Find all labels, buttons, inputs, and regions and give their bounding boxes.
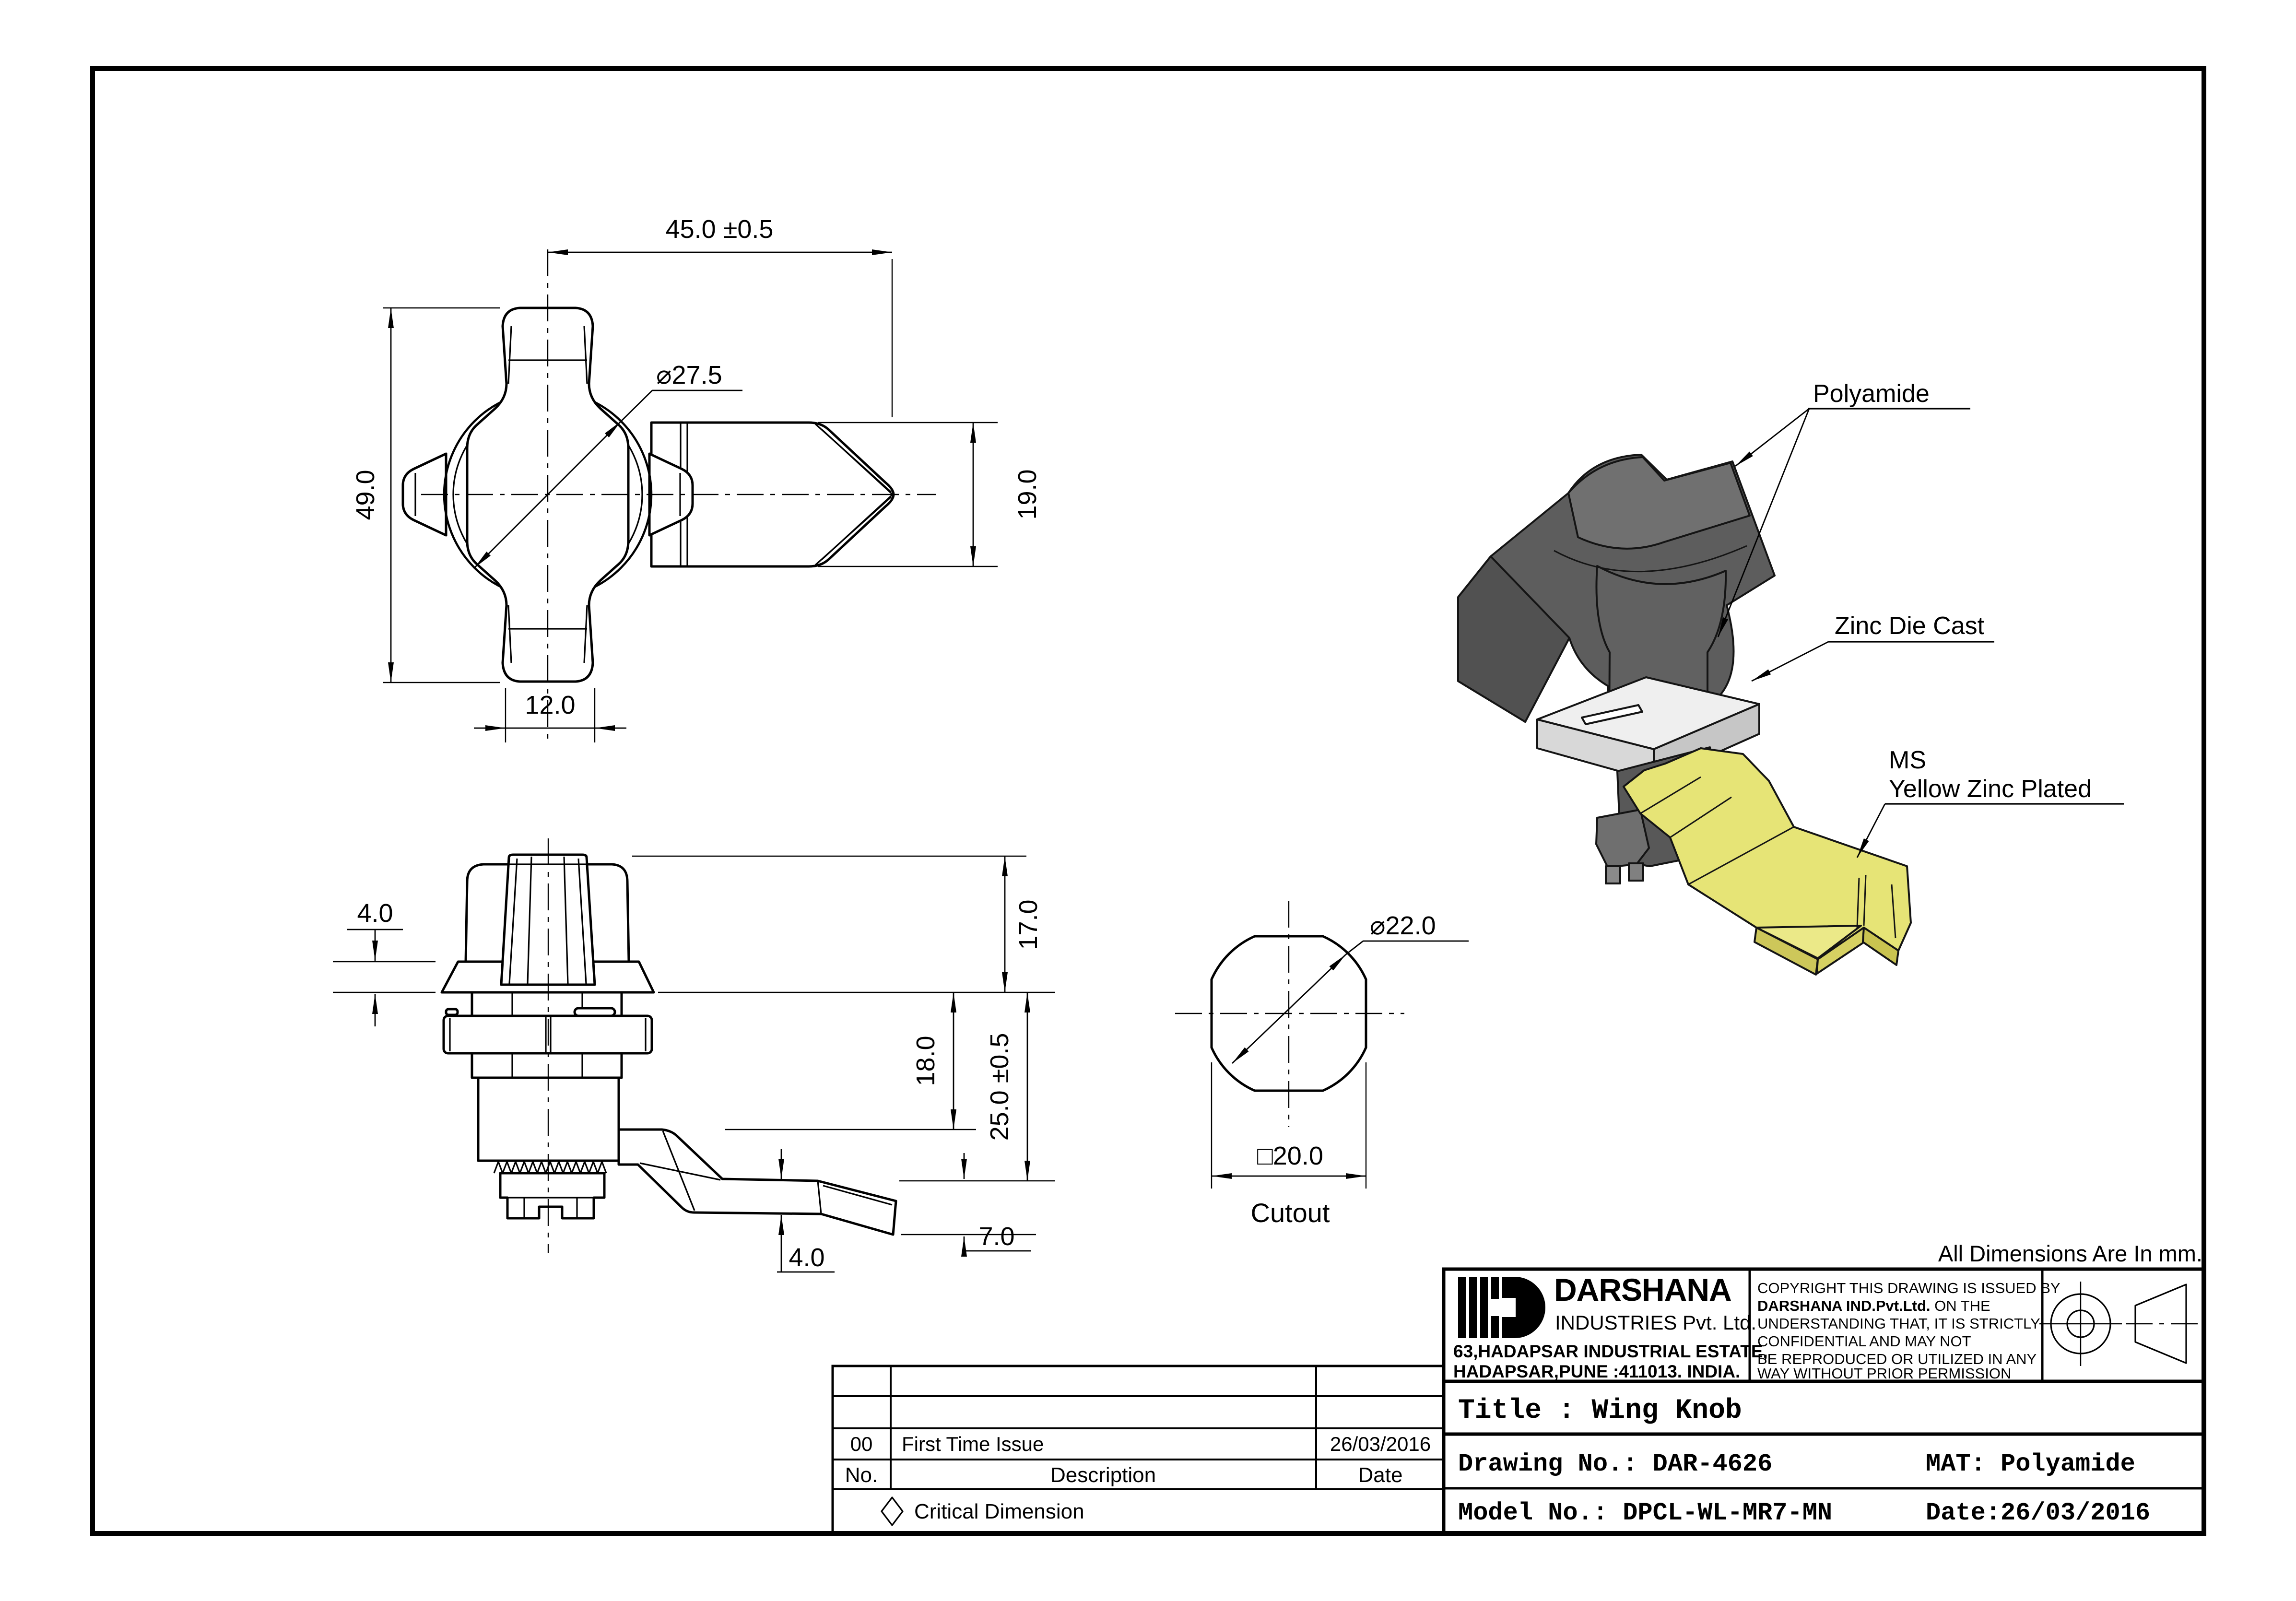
svg-text:UNDERSTANDING THAT, IT IS STRI: UNDERSTANDING THAT, IT IS STRICTLY bbox=[1757, 1315, 2040, 1332]
revision-table-border bbox=[831, 1365, 1445, 1535]
side-neck-clip bbox=[445, 1008, 459, 1016]
revision-no: 00 bbox=[850, 1433, 873, 1455]
revision-description: First Time Issue bbox=[902, 1433, 1044, 1455]
revision-row: 00 First Time Issue 26/03/2016 bbox=[850, 1433, 1431, 1455]
revision-col-date: Date bbox=[1358, 1463, 1403, 1487]
svg-text:CONFIDENTIAL AND MAY NOT: CONFIDENTIAL AND MAY NOT bbox=[1757, 1333, 1971, 1350]
revision-table: 00 First Time Issue 26/03/2016 No. Descr… bbox=[831, 1365, 1445, 1535]
dim-sq20: □20.0 bbox=[1211, 1062, 1367, 1189]
iso-label-ms: MS Yellow Zinc Plated bbox=[1856, 746, 2124, 858]
side-nut bbox=[499, 1172, 606, 1220]
material-field: MAT: Polyamide bbox=[1926, 1450, 2135, 1478]
iso-knob-skirt-line bbox=[1554, 545, 1747, 573]
dim-sq20-text: □20.0 bbox=[1257, 1142, 1323, 1170]
revision-col-no: No. bbox=[845, 1463, 878, 1487]
dim-45: 45.0 ±0.5 bbox=[548, 215, 893, 417]
iso-cam-triangle-face bbox=[1755, 925, 1862, 959]
iso-label-polyamide: Polyamide bbox=[1717, 380, 1970, 637]
dim-7-text: 7.0 bbox=[978, 1222, 1014, 1251]
model-no-field: Model No.: DPCL-WL-MR7-MN bbox=[1458, 1499, 1832, 1527]
zinc-die-cast-label: Zinc Die Cast bbox=[1835, 612, 1985, 640]
svg-text:DARSHANA IND.Pvt.Ltd. ON THE: DARSHANA IND.Pvt.Ltd. ON THE bbox=[1757, 1297, 1990, 1314]
iso-shaft-tab-right bbox=[1628, 862, 1644, 882]
date-field: Date:26/03/2016 bbox=[1926, 1499, 2150, 1527]
dim-dia27: ⌀27.5 bbox=[474, 361, 742, 568]
svg-text:WAY WITHOUT PRIOR PERMISSION: WAY WITHOUT PRIOR PERMISSION bbox=[1757, 1365, 2011, 1382]
dim-7: 7.0 bbox=[901, 1153, 1036, 1257]
side-cam-detail-lines bbox=[639, 1130, 893, 1214]
svg-text:BE REPRODUCED OR UTILIZED IN A: BE REPRODUCED OR UTILIZED IN ANY bbox=[1757, 1351, 2037, 1367]
company-name: DARSHANA bbox=[1554, 1272, 1731, 1307]
dim-4-flange-text: 4.0 bbox=[357, 899, 393, 928]
side-grip-detail-lines bbox=[505, 856, 591, 984]
revision-header-row: No. Description Date bbox=[845, 1463, 1403, 1487]
dim-4-flange: 4.0 bbox=[333, 899, 436, 1026]
iso-cam-edge-right bbox=[1862, 927, 1899, 966]
cutout-view: ⌀22.0 □20.0 Cutout bbox=[1175, 901, 1469, 1228]
dim-12-text: 12.0 bbox=[525, 691, 575, 719]
front-wing-detail-lines bbox=[507, 326, 588, 663]
copyright-note: COPYRIGHT THIS DRAWING IS ISSUED BY DARS… bbox=[1757, 1280, 2061, 1382]
yellow-zinc-plated-label: Yellow Zinc Plated bbox=[1889, 775, 2092, 803]
dim-25: 25.0 ±0.5 bbox=[899, 992, 1055, 1182]
company-logo bbox=[1458, 1277, 1545, 1338]
dim-49-text: 49.0 bbox=[351, 470, 380, 520]
third-angle-projection-icon bbox=[2039, 1282, 2199, 1366]
cutout-caption: Cutout bbox=[1251, 1198, 1330, 1228]
company-address-2: HADAPSAR,PUNE :411013. INDIA. bbox=[1453, 1362, 1740, 1381]
drawing-no-field: Drawing No.: DAR-4626 bbox=[1458, 1450, 1772, 1478]
dim-49: 49.0 bbox=[351, 307, 500, 683]
ms-label: MS bbox=[1889, 746, 1926, 774]
side-view: 4.0 17.0 18.0 25.0 ±0.5 7.0 bbox=[333, 838, 1055, 1273]
dim-19-text: 19.0 bbox=[1013, 469, 1042, 519]
iso-cam bbox=[1623, 747, 1912, 960]
front-view: 45.0 ±0.5 49.0 12.0 19.0 bbox=[351, 215, 1042, 742]
side-cam-arm bbox=[617, 1128, 897, 1236]
side-body-upper bbox=[471, 1052, 623, 1079]
side-serrations bbox=[493, 1161, 607, 1174]
dim-25-text: 25.0 ±0.5 bbox=[985, 1033, 1014, 1141]
polyamide-label: Polyamide bbox=[1813, 380, 1930, 408]
iso-shaft-tab-left bbox=[1605, 865, 1621, 884]
dim-18-text: 18.0 bbox=[911, 1036, 940, 1086]
dim-4-cam-text: 4.0 bbox=[789, 1243, 824, 1272]
dim-4-cam: 4.0 bbox=[777, 1149, 835, 1273]
iso-flange-slot bbox=[1581, 704, 1643, 725]
dimensions-note: All Dimensions Are In mm. bbox=[1938, 1241, 2202, 1266]
svg-text:COPYRIGHT THIS DRAWING IS ISSU: COPYRIGHT THIS DRAWING IS ISSUED BY bbox=[1757, 1280, 2061, 1296]
iso-shaft-tip bbox=[1595, 809, 1650, 868]
critical-dimension-diamond-icon bbox=[881, 1496, 904, 1526]
side-nut-detail-lines bbox=[507, 1197, 594, 1218]
iso-knob-left-wing-face bbox=[1457, 555, 1570, 723]
company-subtitle: INDUSTRIES Pvt. Ltd. bbox=[1555, 1311, 1756, 1334]
dim-12: 12.0 bbox=[474, 688, 626, 742]
iso-knob-top-face bbox=[1567, 456, 1751, 550]
revision-col-description: Description bbox=[1050, 1463, 1156, 1487]
dim-18: 18.0 bbox=[725, 992, 976, 1130]
dim-19: 19.0 bbox=[818, 422, 1042, 567]
company-address-1: 63,HADAPSAR INDUSTRIAL ESTATE, bbox=[1453, 1342, 1768, 1361]
revision-date: 26/03/2016 bbox=[1330, 1433, 1431, 1455]
iso-label-zinc: Zinc Die Cast bbox=[1751, 612, 1994, 682]
side-plate-detail-lines bbox=[449, 1016, 647, 1053]
dim-17-text: 17.0 bbox=[1014, 899, 1043, 950]
dim-dia22-text: ⌀22.0 bbox=[1370, 911, 1436, 940]
dim-dia27-text: ⌀27.5 bbox=[656, 361, 722, 389]
dim-45-text: 45.0 ±0.5 bbox=[666, 215, 774, 244]
critical-dimension-label: Critical Dimension bbox=[914, 1500, 1084, 1523]
dim-17: 17.0 bbox=[632, 855, 1055, 993]
iso-cam-fold-lines bbox=[1640, 776, 1896, 939]
title-block: DARSHANA INDUSTRIES Pvt. Ltd. 63,HADAPSA… bbox=[1442, 1267, 2206, 1535]
iso-view: Polyamide Zinc Die Cast MS Yellow Zinc P… bbox=[1457, 380, 2124, 976]
critical-dimension-legend: Critical Dimension bbox=[881, 1496, 1084, 1526]
dim-dia22: ⌀22.0 bbox=[1232, 911, 1469, 1064]
title-field: Title : Wing Knob bbox=[1458, 1395, 1742, 1426]
